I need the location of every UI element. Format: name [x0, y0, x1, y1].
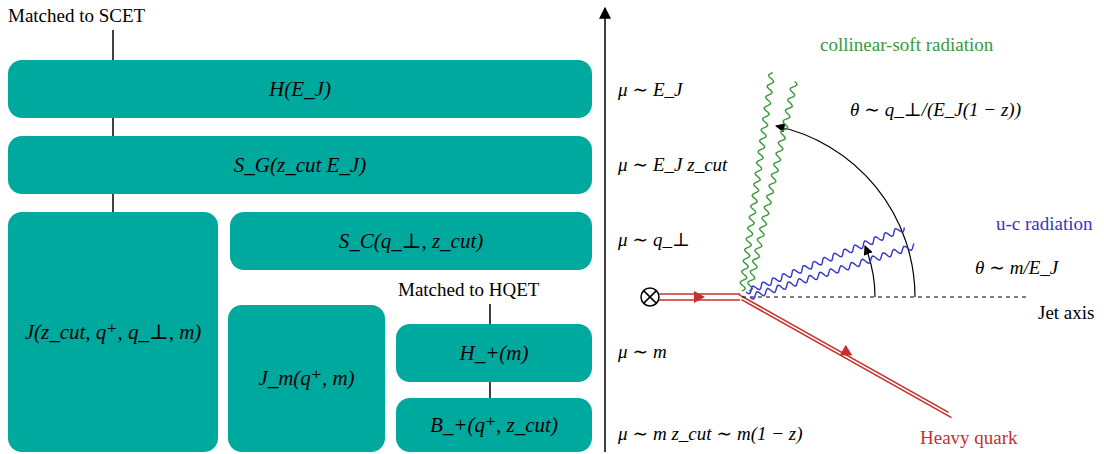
scale-label: μ ∼ E_J — [618, 79, 683, 102]
radiation-line — [750, 243, 914, 298]
radiation-label: collinear-soft radiation — [820, 34, 993, 57]
matching-tick — [112, 30, 114, 60]
vertex-symbol — [644, 291, 657, 304]
function-label: H_+(m) — [460, 341, 529, 366]
vertex-symbol — [644, 291, 657, 304]
matching-line — [112, 194, 114, 212]
function-label: S_G(z_cut E_J) — [234, 153, 366, 178]
heavy-quark-arrow — [694, 291, 705, 303]
radiation-line — [746, 227, 904, 293]
radiation-line — [748, 81, 797, 291]
jet-function-box: J(z_cut, q⁺, q_⊥, m) — [8, 212, 218, 452]
scale-label: μ ∼ m z_cut ∼ m(1 − z) — [618, 423, 803, 446]
heavy-quark-line — [742, 300, 952, 418]
heavy-quark-line — [739, 294, 949, 412]
axis-label: Jet axis — [1038, 302, 1094, 325]
scale-label: μ ∼ m — [618, 341, 667, 364]
function-label: J_m(q⁺, m) — [258, 366, 354, 391]
jet-axis-line — [742, 296, 1030, 297]
soft-function-box: S_G(z_cut E_J) — [8, 136, 592, 194]
matching-tick — [489, 304, 491, 324]
collinear-soft-box: S_C(q_⊥, z_cut) — [230, 212, 592, 270]
angle-arc — [865, 246, 875, 297]
mass-jet-box: J_m(q⁺, m) — [228, 305, 385, 452]
hard-function-box: H(E_J) — [8, 60, 592, 118]
scale-label: μ ∼ q_⊥ — [618, 229, 690, 252]
function-label: J(z_cut, q⁺, q_⊥, m) — [25, 320, 202, 345]
bhqet-jet-box: B_+(q⁺, z_cut) — [396, 398, 592, 452]
angle-label: θ ∼ m/E_J — [975, 257, 1058, 280]
function-label: S_C(q_⊥, z_cut) — [339, 229, 484, 254]
function-label: H(E_J) — [269, 77, 331, 102]
radiation-label: u-c radiation — [996, 213, 1093, 236]
hqet-hard-box: H_+(m) — [396, 324, 592, 382]
heavy-quark-arrow — [840, 345, 855, 361]
particle-label: Heavy quark — [920, 427, 1018, 450]
scale-axis — [604, 8, 606, 452]
matching-line — [489, 382, 491, 398]
matching-label: Matched to SCET — [8, 5, 145, 28]
scale-label: μ ∼ E_J z_cut — [618, 154, 727, 177]
vertex-symbol — [641, 288, 659, 306]
matching-line — [112, 118, 114, 136]
matching-label: Matched to HQET — [398, 279, 539, 302]
function-label: B_+(q⁺, z_cut) — [430, 413, 558, 438]
angle-label: θ ∼ q_⊥/(E_J(1 − z)) — [850, 99, 1021, 122]
